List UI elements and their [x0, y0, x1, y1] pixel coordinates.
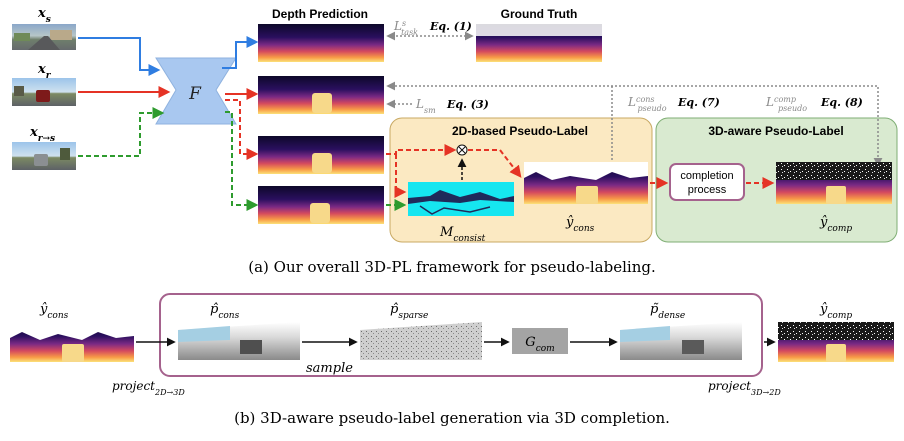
- label-m-consist: Mconsist: [439, 225, 486, 244]
- completion-line2: process: [688, 184, 727, 196]
- ground-truth-title: Ground Truth: [501, 7, 578, 21]
- arrow-f-to-pred-translated: [225, 111, 259, 211]
- depth-prediction-title: Depth Prediction: [272, 7, 368, 21]
- ground-truth-sky: [476, 24, 602, 36]
- panel-3d-title: 3D-aware Pseudo-Label: [708, 124, 843, 138]
- label-xs: xs: [37, 6, 51, 25]
- label-xrs: xr→s: [29, 125, 55, 144]
- depth-pred-source: [258, 24, 384, 62]
- arrow-xs-to-f: [78, 37, 161, 76]
- label-ycons: ŷcons: [565, 215, 595, 234]
- completion-process-box: [669, 163, 745, 201]
- pseudo-label-ycomp: [776, 162, 892, 204]
- network-label: F: [188, 84, 202, 104]
- b-g-com-box: [512, 328, 568, 354]
- b-label-sample: sample: [306, 361, 353, 376]
- b-label-ycons: ŷcons: [39, 302, 69, 321]
- b-label-project-left: project2D→3D: [112, 379, 185, 397]
- b-label-pdense: p̃dense: [650, 302, 685, 321]
- b-label-pcons: p̂cons: [210, 302, 240, 321]
- completion-line1: completion: [680, 170, 733, 182]
- eq1-label: Eq. (1): [429, 20, 472, 33]
- input-image-xrs: [12, 142, 76, 170]
- b-pseudo-label-ycons: [10, 322, 134, 362]
- label-ycomp: ŷcomp: [819, 215, 852, 234]
- label-xr: xr: [37, 62, 52, 81]
- arrow-xrs-to-f: [78, 107, 165, 157]
- depth-pred-real-2: [258, 136, 384, 174]
- caption-a: (a) Our overall 3D-PL framework for pseu…: [248, 258, 655, 276]
- input-image-xr: [12, 78, 76, 106]
- arrow-pred-to-mask: [394, 154, 407, 198]
- completion-pipeline-box: [159, 293, 763, 377]
- b-label-project-right: project3D→2D: [708, 379, 781, 397]
- panel-2d-title: 2D-based Pseudo-Label: [452, 124, 588, 138]
- arrow-pred-to-multiply: [386, 144, 457, 156]
- input-image-xs: [12, 24, 76, 50]
- b-point-cloud-psparse: [360, 322, 482, 360]
- arrow-f-to-pred-source: [222, 36, 259, 69]
- eq3-label: Eq. (3): [446, 98, 489, 111]
- b-label-ycomp: ŷcomp: [819, 302, 852, 321]
- eq8-label: Eq. (8): [820, 96, 863, 109]
- arrow-multiply-to-ycons: [468, 149, 522, 178]
- b-label-psparse: p̂sparse: [390, 302, 428, 321]
- b-point-cloud-pdense: [620, 322, 742, 360]
- multiply-icon: [458, 146, 466, 154]
- b-label-gcom: Gcom: [525, 335, 554, 354]
- depth-pred-real: [258, 76, 384, 114]
- loss-sm: Lsm: [415, 97, 436, 115]
- pseudo-label-ycons: [524, 162, 648, 204]
- arrow-l-pseudo-comp: [386, 81, 883, 167]
- depth-pred-translated: [258, 186, 384, 224]
- caption-b: (b) 3D-aware pseudo-label generation via…: [234, 409, 670, 427]
- b-pseudo-label-ycomp: [778, 322, 894, 362]
- b-point-cloud-pcons: [178, 322, 300, 360]
- arrow-f-to-pred-real2: [225, 99, 259, 160]
- consistency-mask: [408, 182, 514, 216]
- eq7-label: Eq. (7): [677, 96, 720, 109]
